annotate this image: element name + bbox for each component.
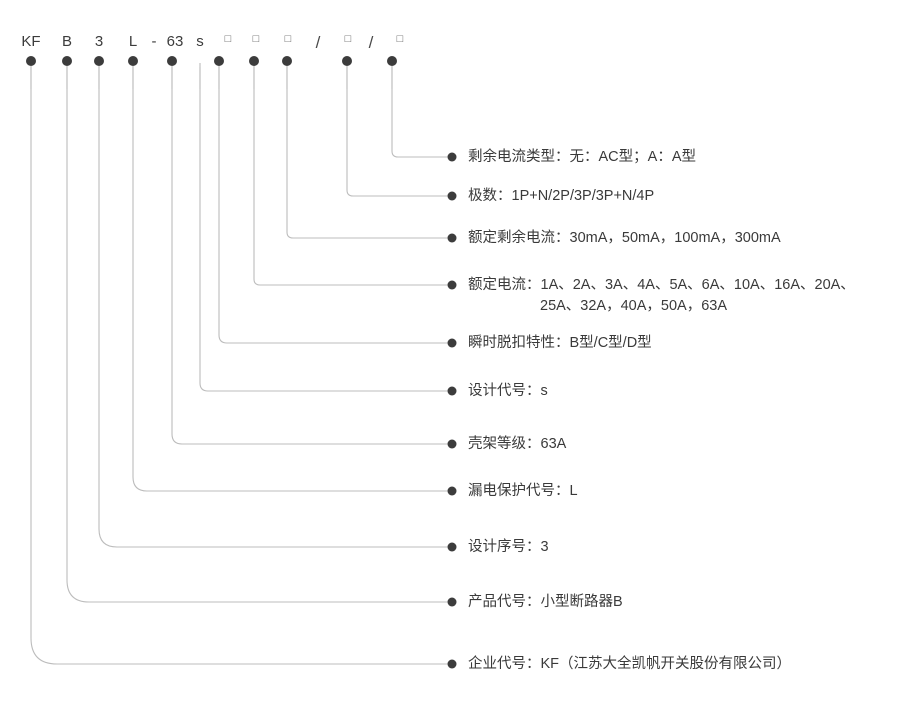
description-design-code-line1: 设计代号：s [468, 383, 548, 399]
description-rated-residual-current-line1: 额定剩余电流：30mA，50mA，100mA，300mA [468, 230, 781, 246]
leader-line-design-serial [98, 66, 448, 548]
top-dot-2 [94, 56, 104, 66]
description-residual-current-type-line1: 剩余电流类型：无：AC型；A：A型 [468, 149, 696, 165]
leader-line-instant-trip [218, 66, 448, 344]
end-dot-enterprise-code [447, 659, 457, 669]
leader-line-enterprise-code [30, 66, 448, 665]
code-token-6: s [196, 33, 204, 50]
description-design-code: 设计代号：s [468, 381, 548, 402]
top-dot-3 [128, 56, 138, 66]
dot-group [26, 56, 457, 669]
code-token-1: B [61, 33, 73, 50]
end-dot-rated-residual-current [447, 233, 457, 243]
description-rated-current-line2: 25A、32A，40A，50A，63A [540, 298, 727, 314]
end-dot-pole-number [447, 191, 457, 201]
code-token-0: KF [21, 33, 41, 50]
leader-line-design-code [199, 66, 448, 392]
leader-line-product-code [66, 66, 448, 603]
description-rated-current: 额定电流：1A、2A、3A、4A、5A、6A、10A、16A、20A、 25A、3… [468, 275, 855, 317]
description-pole-number-line1: 极数：1P+N/2P/3P/3P+N/4P [468, 188, 655, 204]
description-leakage-protection: 漏电保护代号：L [468, 481, 578, 502]
top-dot-6 [214, 56, 224, 66]
leader-line-residual-current-type [391, 66, 448, 158]
description-rated-residual-current: 额定剩余电流：30mA，50mA，100mA，300mA [468, 228, 781, 249]
description-design-serial-line1: 设计序号：3 [468, 539, 549, 555]
code-token-11: □ [344, 33, 352, 45]
top-dot-0 [26, 56, 36, 66]
leader-line-group [30, 66, 448, 665]
description-design-serial: 设计序号：3 [468, 537, 549, 558]
description-frame-rating-line1: 壳架等级：63A [468, 436, 567, 452]
end-dot-leakage-protection [447, 486, 457, 496]
description-frame-rating: 壳架等级：63A [468, 434, 566, 455]
leader-line-frame-rating [171, 66, 448, 445]
description-rated-current-line1: 额定电流：1A、2A、3A、4A、5A、6A、10A、16A、20A、 [468, 277, 855, 293]
description-pole-number: 极数：1P+N/2P/3P/3P+N/4P [468, 186, 654, 207]
end-dot-design-serial [447, 542, 457, 552]
code-token-12: / [368, 33, 374, 52]
description-product-code: 产品代号：小型断路器B [468, 592, 623, 613]
code-token-13: □ [396, 33, 404, 45]
top-stem-group [30, 63, 393, 89]
code-token-4: - [151, 33, 157, 50]
end-dot-rated-current [447, 280, 457, 290]
top-dot-7 [249, 56, 259, 66]
leader-line-leakage-protection [132, 66, 448, 492]
code-token-5: 63 [166, 33, 184, 50]
end-dot-design-code [447, 386, 457, 396]
code-token-3: L [128, 33, 138, 50]
leader-line-rated-current [253, 66, 448, 286]
top-dot-9 [342, 56, 352, 66]
end-dot-instant-trip [447, 338, 457, 348]
top-dot-1 [62, 56, 72, 66]
description-leakage-protection-line1: 漏电保护代号：L [468, 483, 578, 499]
description-residual-current-type: 剩余电流类型：无：AC型；A：A型 [468, 147, 696, 168]
end-dot-residual-current-type [447, 152, 457, 162]
description-product-code-line1: 产品代号：小型断路器B [468, 594, 623, 610]
end-dot-frame-rating [447, 439, 457, 449]
code-token-10: / [315, 33, 321, 52]
top-dot-8 [282, 56, 292, 66]
top-dot-10 [387, 56, 397, 66]
description-enterprise-code: 企业代号：KF（江苏大全凯帆开关股份有限公司） [468, 654, 791, 675]
description-enterprise-code-line1: 企业代号：KF（江苏大全凯帆开关股份有限公司） [468, 656, 792, 672]
top-dot-4 [167, 56, 177, 66]
end-dot-product-code [447, 597, 457, 607]
description-instant-trip-line1: 瞬时脱扣特性：B型/C型/D型 [468, 335, 652, 351]
description-instant-trip: 瞬时脱扣特性：B型/C型/D型 [468, 333, 652, 354]
code-token-7: □ [224, 33, 232, 45]
code-token-8: □ [252, 33, 260, 45]
code-token-2: 3 [94, 33, 104, 50]
leader-line-rated-residual-current [286, 66, 448, 239]
code-token-9: □ [284, 33, 292, 45]
leader-line-pole-number [346, 66, 448, 197]
